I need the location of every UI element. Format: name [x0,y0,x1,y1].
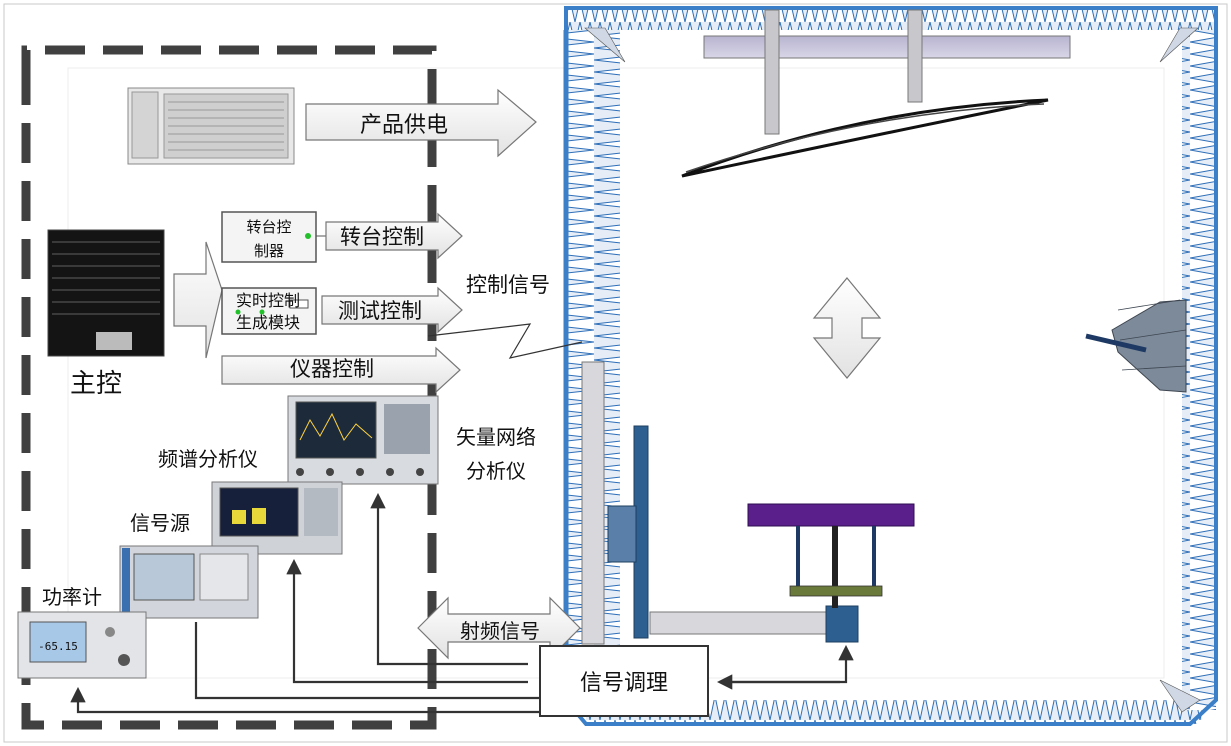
signal-source-label: 信号源 [130,511,190,535]
purple-bar [747,503,915,527]
vna-label-2: 分析仪 [466,459,526,483]
test-control-arrow [321,286,463,334]
product-power-arrow [305,88,537,158]
vna-connection [370,492,528,666]
spectrum-connection [286,558,528,684]
turntable-control-label: 转台控制 [340,225,424,249]
absorber-corner-br [1159,679,1201,713]
probe-left [796,526,800,586]
realtime-module-label-2: 生成模块 [236,313,300,332]
realtime-module-label-1: 实时控制 [236,291,300,310]
rf-signal-arrow [417,596,581,660]
signal-conditioning-label: 信号调理 [580,671,668,696]
antenna-tower [581,361,859,645]
probe-center [832,526,838,608]
probe-right [872,526,876,586]
horn-antenna [1085,299,1187,393]
turntable-controller-box [221,211,317,263]
vertical-move-arrow [812,277,882,379]
instrument-control-arrow [221,346,461,394]
rail-end-block [825,605,859,643]
top-rod-right [907,9,923,103]
spectrum-analyzer-label: 频谱分析仪 [158,447,258,471]
power-meter-label: 功率计 [42,585,102,609]
signal-source-image [119,545,259,619]
absorber-corner-tl [584,27,626,63]
top-rod-left [764,9,780,135]
probe-fixture [747,503,915,608]
power-meter-image: -65.15 [17,611,147,679]
signal-source-connection [194,622,540,700]
product-power-label: 产品供电 [360,113,448,138]
realtime-module-box [221,287,317,335]
control-signal-lightning [427,323,583,359]
absorber-corner-tr [1159,27,1199,63]
main-output-arrow [173,241,223,359]
vna-image [287,395,439,485]
power-meter-reading: -65.15 [38,640,78,653]
instrument-control-label: 仪器控制 [290,357,374,381]
rf-signal-label: 射频信号 [460,619,540,643]
device-under-test-blade [681,98,1049,178]
probe-connection [722,644,854,684]
top-rail [703,35,1071,59]
outer-frame [3,3,1228,743]
test-control-label: 测试控制 [338,299,422,323]
top-positioner [681,9,1071,178]
spectrum-analyzer-image [211,481,343,555]
tower-bracket [607,505,637,563]
turntable-control-arrow [325,212,463,260]
tower-column [581,361,605,645]
power-supply-image [127,87,295,165]
connection-lines [70,492,854,714]
probe-base [789,585,883,597]
bottom-rail [649,611,829,635]
turntable-controller-label-1: 转台控 [246,218,291,236]
turntable-controller-label-2: 制器 [254,242,284,260]
vna-label-1: 矢量网络 [456,425,536,449]
absorber-top [566,8,1216,30]
main-control-label: 主控 [70,369,122,399]
signal-conditioning-box [539,645,709,717]
control-signal-label: 控制信号 [466,273,550,297]
main-controller-image [47,229,165,357]
power-meter-connection [70,686,540,714]
absorber-right [1182,30,1216,710]
